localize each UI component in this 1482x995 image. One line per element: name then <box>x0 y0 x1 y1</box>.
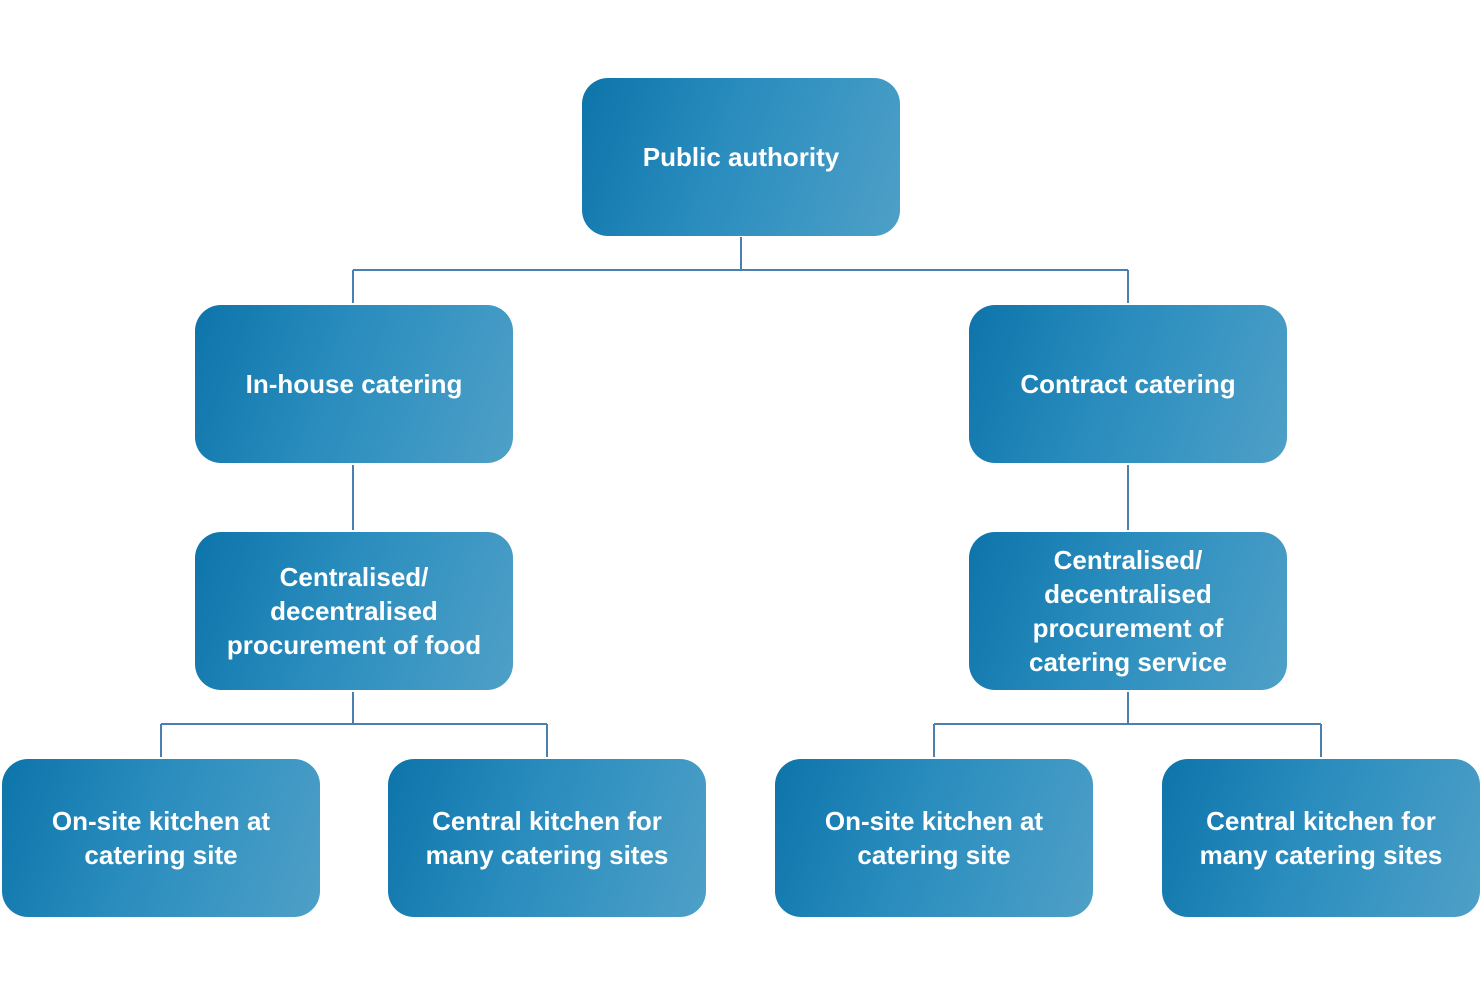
node-label: In-house catering <box>245 369 463 399</box>
node-in-house-catering: In-house catering <box>195 305 513 463</box>
node-label: On-site kitchen at catering site <box>51 806 271 870</box>
node-label: Public authority <box>642 142 840 172</box>
node-label: Centralised/ decentralised procurement o… <box>226 562 482 660</box>
node-procurement-of-catering-service: Centralised/ decentralised procurement o… <box>969 532 1287 690</box>
node-procurement-of-food: Centralised/ decentralised procurement o… <box>195 532 513 690</box>
node-contract-catering: Contract catering <box>969 305 1287 463</box>
node-label: Centralised/ decentralised procurement o… <box>1028 545 1227 677</box>
node-label: Contract catering <box>1020 369 1236 399</box>
node-label: Central kitchen for many catering sites <box>425 806 669 870</box>
node-central-kitchen-contract: Central kitchen for many catering sites <box>1162 759 1480 917</box>
node-onsite-kitchen-inhouse: On-site kitchen at catering site <box>2 759 320 917</box>
node-label: On-site kitchen at catering site <box>824 806 1044 870</box>
node-central-kitchen-inhouse: Central kitchen for many catering sites <box>388 759 706 917</box>
node-label: Central kitchen for many catering sites <box>1199 806 1443 870</box>
node-onsite-kitchen-contract: On-site kitchen at catering site <box>775 759 1093 917</box>
node-public-authority: Public authority <box>582 78 900 236</box>
